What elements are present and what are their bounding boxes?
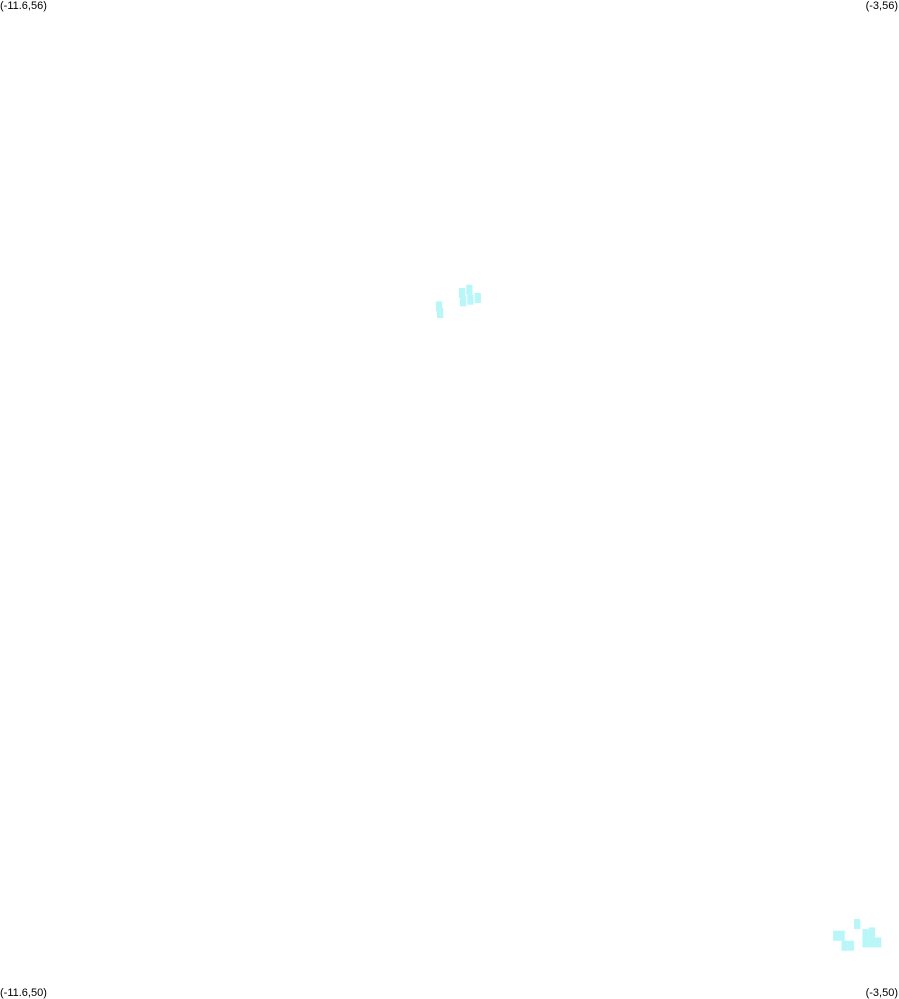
grid-cell-12 [862, 929, 869, 940]
grid-cell-7 [833, 930, 840, 941]
grid-cell-13 [868, 927, 875, 938]
grid-cell-14 [862, 937, 869, 948]
grid-cell-0 [435, 301, 443, 312]
grid-cell-15 [868, 937, 875, 948]
grid-cell-4 [460, 296, 467, 307]
grid-cell-2 [458, 288, 466, 298]
grid-cell-11 [854, 919, 861, 930]
corner-label-bottom-right: (-3,50) [865, 987, 898, 999]
grid-cells-layer [435, 284, 882, 951]
corner-label-bottom-left: (-11.6,50) [0, 987, 47, 999]
grid-cell-9 [841, 940, 848, 951]
grid-cell-3 [466, 284, 473, 295]
grid-cell-8 [838, 930, 845, 941]
grid-cell-5 [467, 294, 474, 305]
grid-cell-10 [847, 940, 855, 951]
grid-cell-16 [875, 937, 882, 948]
corner-label-top-right: (-3,56) [865, 0, 898, 12]
corner-label-top-left: (-11.6,56) [0, 0, 47, 12]
grid-cell-6 [474, 293, 481, 303]
grid-cell-1 [437, 308, 444, 318]
